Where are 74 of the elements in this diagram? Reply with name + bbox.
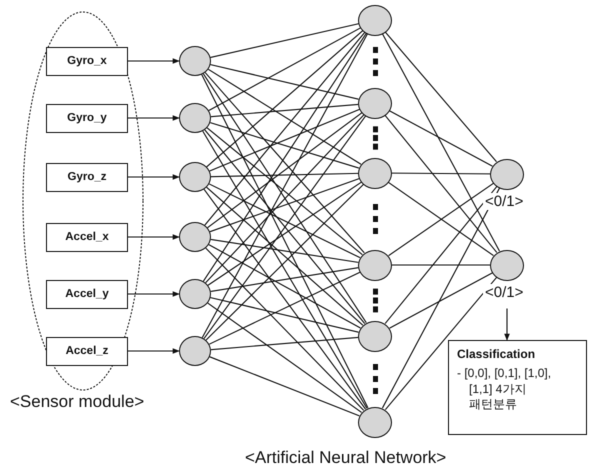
connection-line [210,104,358,118]
connection-line [202,33,367,282]
neuron-circle [358,406,392,438]
connection-line [208,183,360,258]
connection-line [389,110,493,167]
arrow [128,115,180,121]
connection-line [392,172,490,174]
neuron-circle [358,158,392,188]
neuron-circle [179,336,211,366]
connection-line [384,186,498,324]
neuron-circle [179,162,211,192]
connection-line [210,64,359,100]
output-label: <0/1> [483,192,526,210]
connection-line [208,27,361,111]
connection-line [206,30,364,168]
group-heading: <Sensor module> [10,392,144,412]
connection-line [207,302,362,413]
neuron-circle [358,320,392,352]
arrow [128,348,180,354]
arrow [128,58,180,64]
neuron-circle [179,46,211,76]
connection-line [384,115,498,253]
sensor-box: Accel_y [46,280,128,308]
arrow [128,291,180,297]
connection-line [382,188,500,408]
output-label: <0/1> [483,284,526,300]
neuron-circle [179,103,211,133]
sensor-box: Gyro_x [46,46,128,76]
neuron-circle [490,158,524,190]
sensor-box: Accel_x [46,222,128,252]
neuron-circle [358,88,392,118]
connection-line [385,32,497,162]
connection-line [210,238,358,263]
connection-line [205,114,364,284]
sensor-box: Gyro_y [46,104,128,132]
connection-line [384,276,498,410]
connection-line [210,297,359,333]
connection-line [207,112,362,228]
connection-line [210,178,360,232]
connection-line [208,68,362,165]
connection-line [204,32,366,226]
neuron-circle [358,4,392,36]
connection-line [208,182,362,286]
neuron-circle [490,250,524,280]
arrow [128,234,180,240]
sensor-box: Accel_z [46,336,128,366]
connection-line [389,272,493,329]
connection-line [209,108,360,172]
connection-line [202,130,368,409]
classification-box: Classification - [0,0], [0,1], [1,0], [1,1] 4가지 패턴분류 [448,340,587,435]
connection-line [205,248,364,411]
neuron-circle [179,279,211,309]
neuron-circle [179,222,211,252]
connection-line [210,267,358,292]
connection-line [208,244,361,328]
connection-line [392,264,490,266]
connection-line [210,336,358,350]
arrow [504,308,510,341]
arrow [128,174,180,180]
connection-line [210,356,360,416]
neuron-circle [358,250,392,280]
connection-line [204,189,366,410]
connection-line [209,272,360,345]
connection-line [204,72,365,254]
connection-line [202,34,368,338]
connection-line [210,172,358,178]
connection-line [201,74,368,408]
network-caption: <Artificial Neural Network> [245,448,446,468]
connection-line [206,127,363,256]
connection-line [210,122,360,169]
sensor-box: Gyro_z [46,162,128,192]
connection-line [382,34,500,252]
connection-line [210,23,359,58]
connection-line [202,73,367,323]
